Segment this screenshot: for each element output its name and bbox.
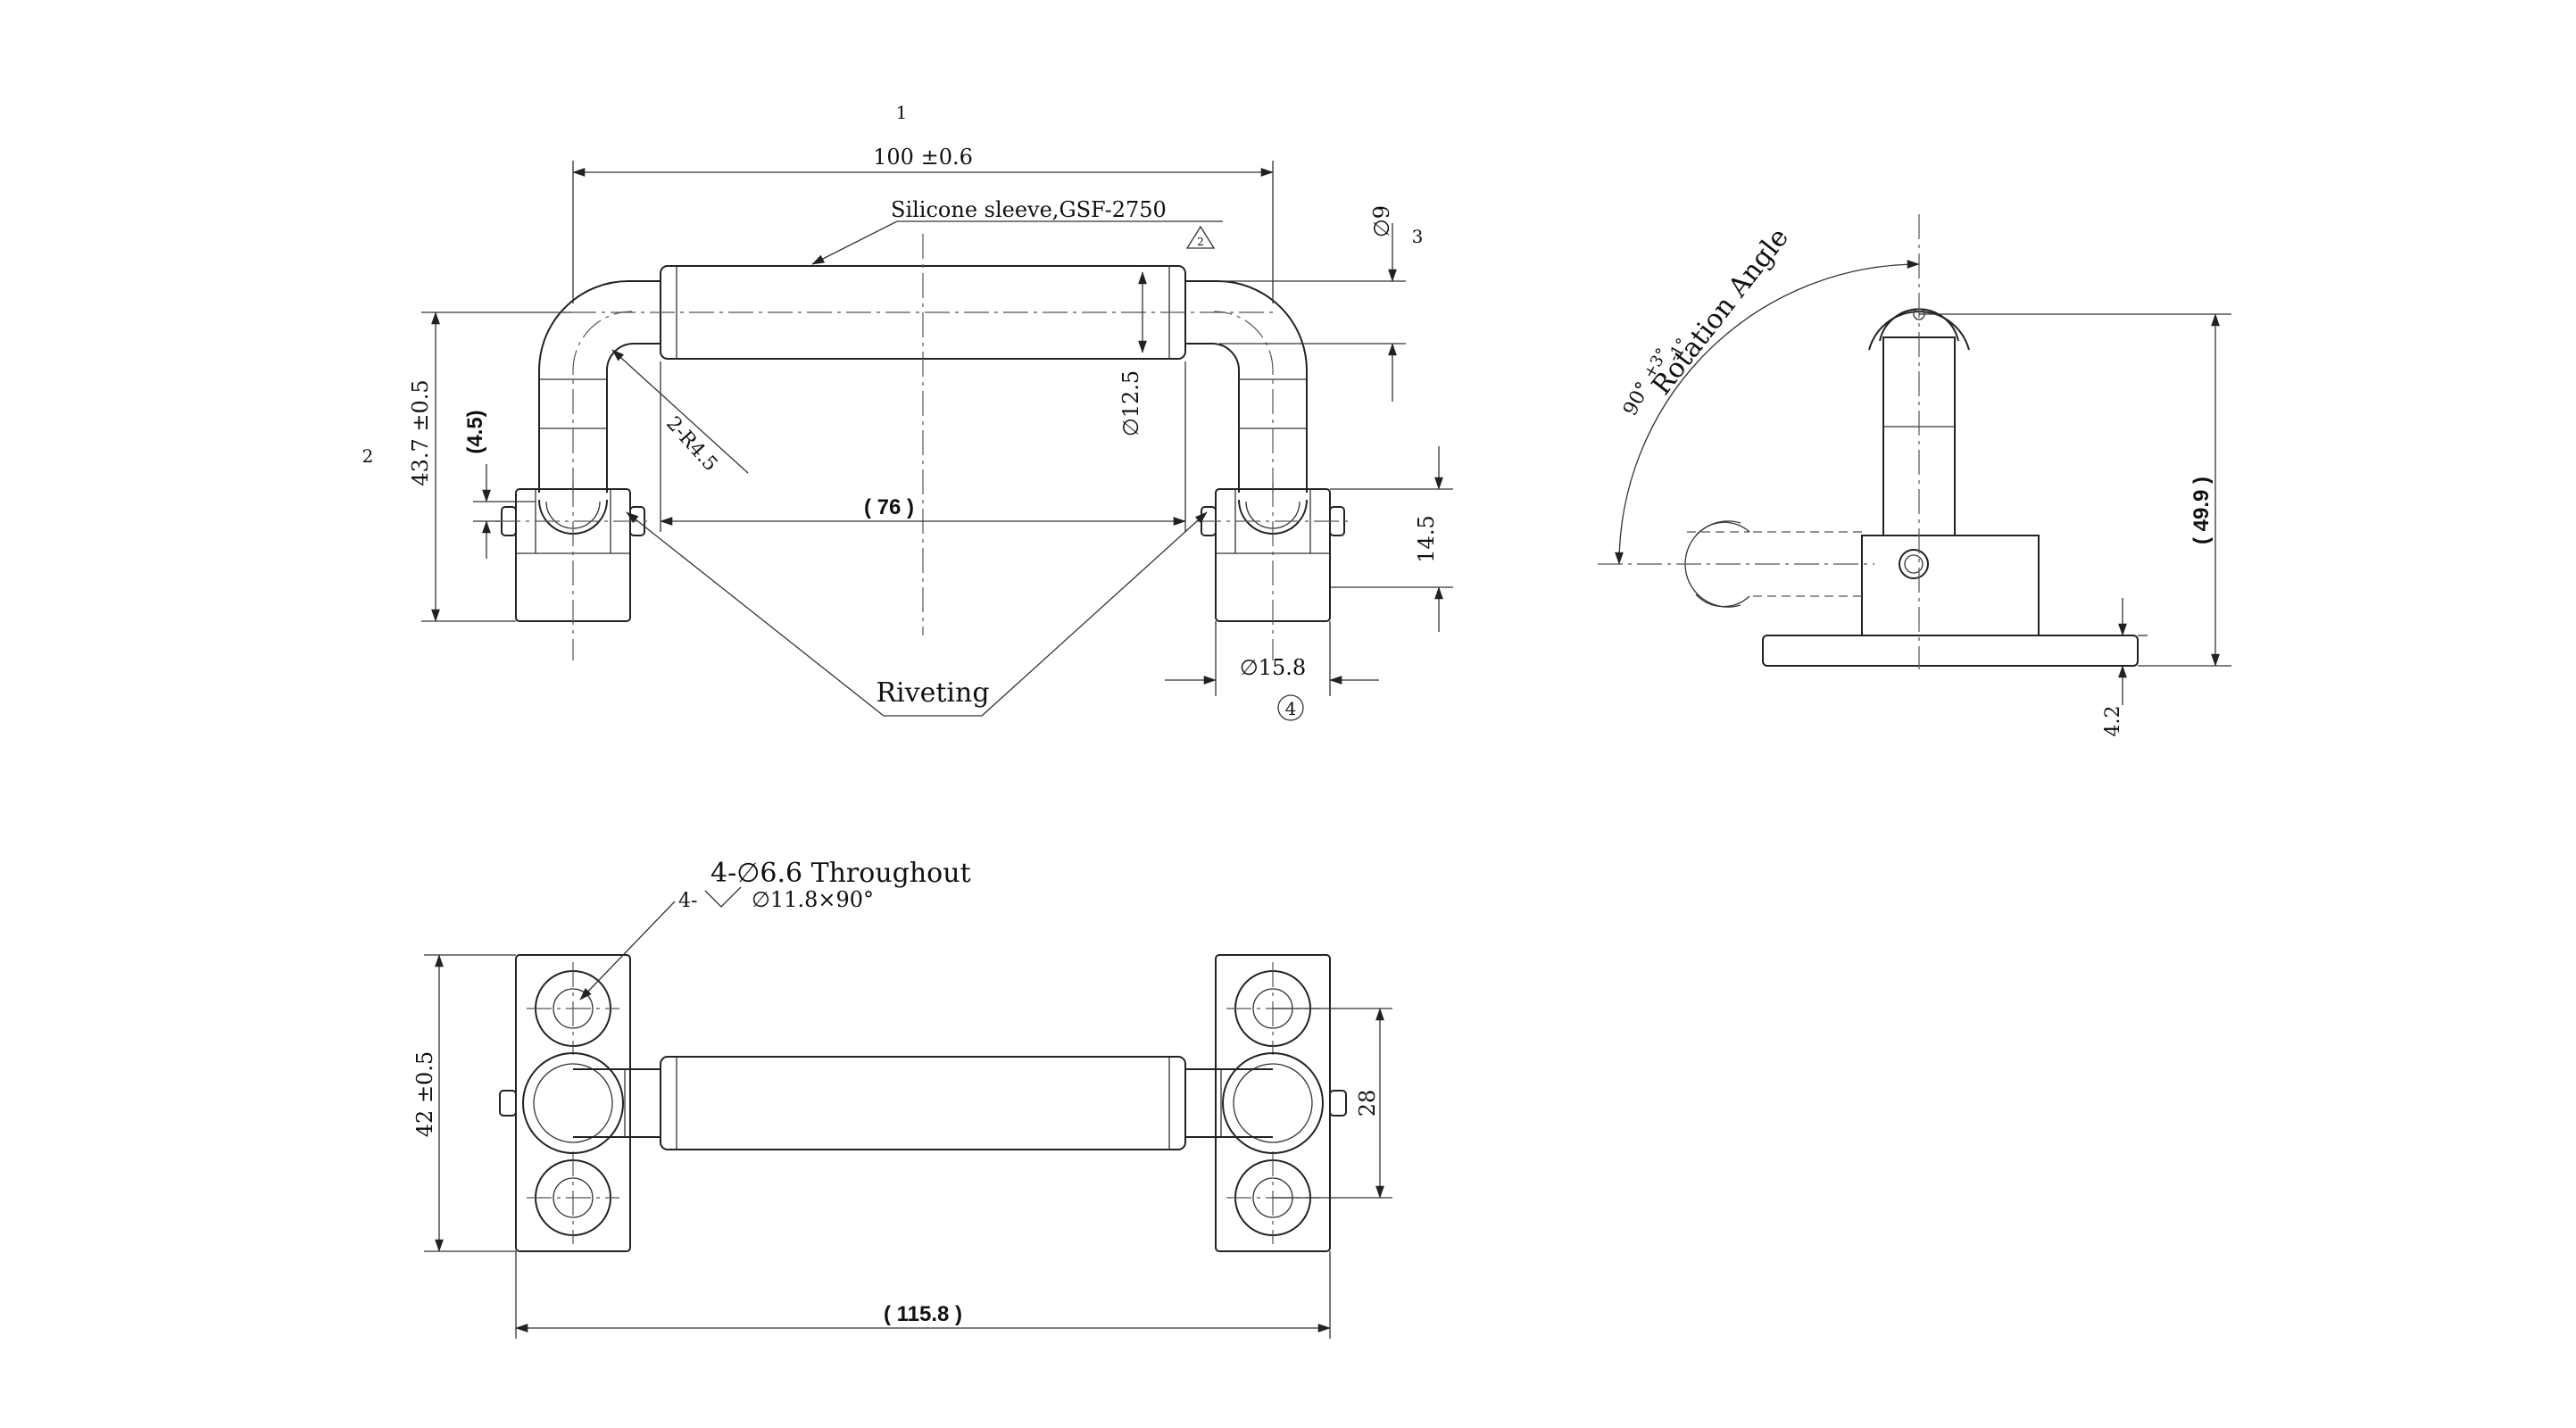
plate-thickness-label: 4.2 bbox=[2102, 706, 2124, 737]
rotation-arc bbox=[1615, 260, 1920, 565]
csk-prefix: 4- bbox=[678, 890, 697, 912]
view-marker-3: 3 bbox=[1412, 226, 1424, 247]
right-plate bbox=[1215, 954, 1331, 1252]
inner-span-label: ( 76 ) bbox=[864, 495, 914, 519]
sleeve-note: Silicone sleeve,GSF-2750 bbox=[891, 197, 1167, 222]
revision-triangle: 2 bbox=[1185, 225, 1216, 249]
view-marker-4: 4 bbox=[1277, 694, 1304, 721]
svg-text:2: 2 bbox=[1197, 236, 1204, 248]
riveting-label: Riveting bbox=[876, 677, 989, 709]
pivot-height-label: (4.5) bbox=[463, 410, 487, 453]
hole-note: 4-∅6.6 Throughout bbox=[710, 858, 971, 889]
height-label: 43.7 ±0.5 bbox=[408, 379, 433, 486]
hole-pitch-label: 28 bbox=[1355, 1090, 1380, 1117]
base-height-label: 14.5 bbox=[1414, 515, 1439, 562]
right-base-block bbox=[1196, 482, 1350, 660]
left-plate bbox=[515, 954, 631, 1252]
base-block bbox=[1861, 535, 2040, 636]
pivot-hole bbox=[1899, 549, 1929, 579]
overall-length-label: 100 ±0.6 bbox=[873, 145, 973, 170]
boss-diameter-label: ∅15.8 bbox=[1240, 655, 1306, 680]
left-base-block bbox=[495, 482, 652, 660]
front-view: 100 ±0.6 Silicone sleeve,GSF-2750 2 ∅9 ∅… bbox=[362, 102, 1453, 721]
side-view: Rotation Angle 90° +3° -1° ( 49.9 ) 4.2 bbox=[1598, 214, 2231, 737]
top-view: 4-∅6.6 Throughout 4- ∅11.8×90° 42 ±0.5 2… bbox=[412, 858, 1392, 1339]
sleeve-diameter-label: ∅12.5 bbox=[1118, 370, 1143, 436]
side-height-label: ( 49.9 ) bbox=[2190, 477, 2214, 544]
view-marker-2: 2 bbox=[362, 445, 374, 467]
rotation-angle-label: Rotation Angle bbox=[1646, 222, 1795, 401]
base-width-label: 42 ±0.5 bbox=[412, 1051, 437, 1137]
view-marker-1: 1 bbox=[896, 102, 908, 123]
tube-diameter-label: ∅9 bbox=[1369, 205, 1394, 237]
mounting-plate bbox=[1762, 635, 2139, 667]
top-sleeve bbox=[660, 1056, 1186, 1150]
svg-text:4: 4 bbox=[1285, 698, 1297, 719]
overall-span-label: ( 115.8 ) bbox=[884, 1302, 962, 1326]
csk-note: ∅11.8×90° bbox=[752, 887, 874, 912]
handle-tube-outer bbox=[538, 280, 1308, 493]
